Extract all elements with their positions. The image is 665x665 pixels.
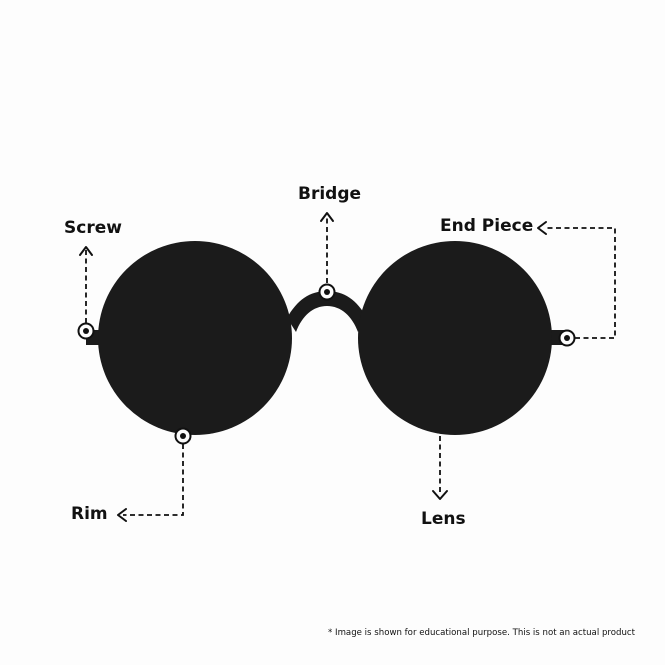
end-piece-leader-line bbox=[545, 227, 616, 339]
end-piece-label: End Piece bbox=[440, 216, 534, 236]
end-piece-marker bbox=[558, 329, 576, 347]
rim-leader-line bbox=[123, 444, 184, 516]
right-lens bbox=[358, 241, 552, 435]
rim-marker bbox=[174, 427, 192, 445]
screw-arrow-head bbox=[79, 246, 93, 256]
left-lens bbox=[98, 241, 292, 435]
bridge-arrow-head bbox=[320, 212, 334, 222]
rim-arrow-head bbox=[117, 508, 127, 522]
screw-label: Screw bbox=[64, 218, 122, 238]
disclaimer-note: * Image is shown for educational purpose… bbox=[328, 628, 635, 638]
end-piece-arrow-head bbox=[537, 221, 547, 235]
bridge-label: Bridge bbox=[298, 184, 362, 204]
bridge-shape bbox=[287, 291, 367, 332]
screw-marker bbox=[77, 322, 95, 340]
lens-arrow-head bbox=[432, 490, 448, 500]
lens-label: Lens bbox=[421, 509, 466, 529]
bridge-marker bbox=[318, 283, 336, 301]
rim-label: Rim bbox=[71, 504, 108, 524]
